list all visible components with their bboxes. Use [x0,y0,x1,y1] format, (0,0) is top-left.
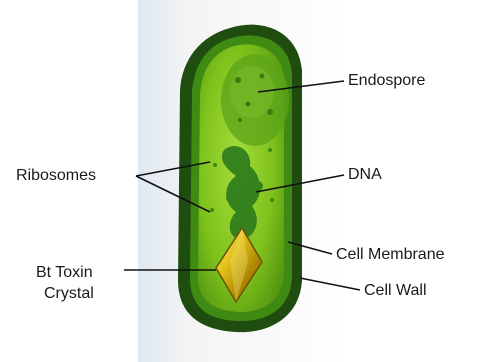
label-crystal: Crystal [44,285,94,303]
label-endospore: Endospore [348,72,425,90]
label-cell-wall: Cell Wall [364,282,427,300]
endospore-shape [221,54,289,146]
label-ribosomes: Ribosomes [16,167,96,185]
label-dna: DNA [348,166,382,184]
label-bt-toxin: Bt Toxin [36,264,93,282]
label-cell-membrane: Cell Membrane [336,246,444,264]
